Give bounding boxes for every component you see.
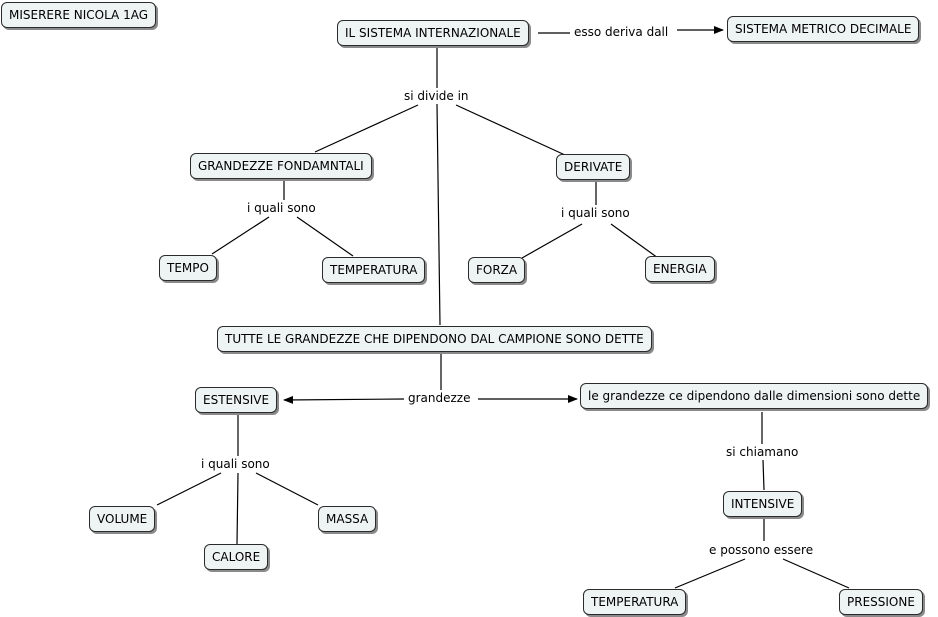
concept-calore[interactable]: CALORE (204, 544, 269, 570)
edge-label-to-calore (236, 472, 239, 545)
edge-label-to-volume (156, 472, 222, 506)
concept-estensive[interactable]: ESTENSIVE (195, 387, 278, 413)
concept-grandezze-dimensioni[interactable]: le grandezze ce dipendono dalle dimensio… (580, 383, 929, 409)
link-si-chiamano[interactable]: si chiamano (723, 445, 802, 459)
concept-temperatura-intensiva[interactable]: TEMPERATURA (583, 589, 687, 615)
link-grandezze[interactable]: grandezze (405, 391, 474, 405)
edge-label-to-forza (521, 223, 583, 259)
edge-label-to-energia (610, 223, 659, 259)
concept-massa[interactable]: MASSA (318, 506, 377, 532)
concept-grandezze-campione[interactable]: TUTTE LE GRANDEZZE CHE DIPENDONO DAL CAM… (217, 326, 652, 352)
link-si-divide-in[interactable]: si divide in (401, 89, 472, 103)
concept-grandezze-fondamentali[interactable]: GRANDEZZE FONDAMNTALI (190, 153, 372, 179)
edge-label-to-pressione (782, 558, 850, 589)
concept-energia[interactable]: ENERGIA (645, 256, 715, 282)
concept-tempo[interactable]: TEMPO (159, 255, 217, 281)
concept-volume[interactable]: VOLUME (89, 506, 156, 532)
concept-derivate[interactable]: DERIVATE (556, 154, 631, 180)
link-i-quali-sono-fondamentali[interactable]: i quali sono (244, 201, 319, 215)
edge-label-chiamano-to-intensive (762, 459, 765, 491)
link-i-quali-sono-derivate[interactable]: i quali sono (558, 206, 633, 220)
concept-pressione[interactable]: PRESSIONE (839, 589, 923, 615)
concept-sistema-metrico-decimale[interactable]: SISTEMA METRICO DECIMALE (727, 16, 920, 42)
concept-intensive[interactable]: INTENSIVE (723, 491, 803, 517)
concept-forza[interactable]: FORZA (468, 257, 526, 283)
edge-divide-to-campione (436, 103, 441, 326)
edge-label-to-temperatura1 (296, 216, 354, 257)
concept-sistema-internazionale[interactable]: IL SISTEMA INTERNAZIONALE (337, 20, 529, 46)
edge-label-to-tempo (211, 216, 270, 255)
edge-label-to-temperatura2 (674, 558, 746, 589)
concept-temperatura-fondamentale[interactable]: TEMPERATURA (322, 257, 426, 283)
author-label[interactable]: MISERERE NICOLA 1AG (1, 2, 157, 28)
edge-divide-to-derivate (455, 104, 566, 156)
edge-grandezze-to-estensive (283, 395, 405, 404)
link-i-quali-sono-estensive[interactable]: i quali sono (198, 457, 273, 471)
link-esso-deriva-dall[interactable]: esso deriva dall (571, 25, 672, 39)
edge-divide-to-fondamentali (314, 104, 419, 153)
link-e-possono-essere[interactable]: e possono essere (706, 543, 817, 557)
edge-label-to-massa (255, 472, 319, 506)
